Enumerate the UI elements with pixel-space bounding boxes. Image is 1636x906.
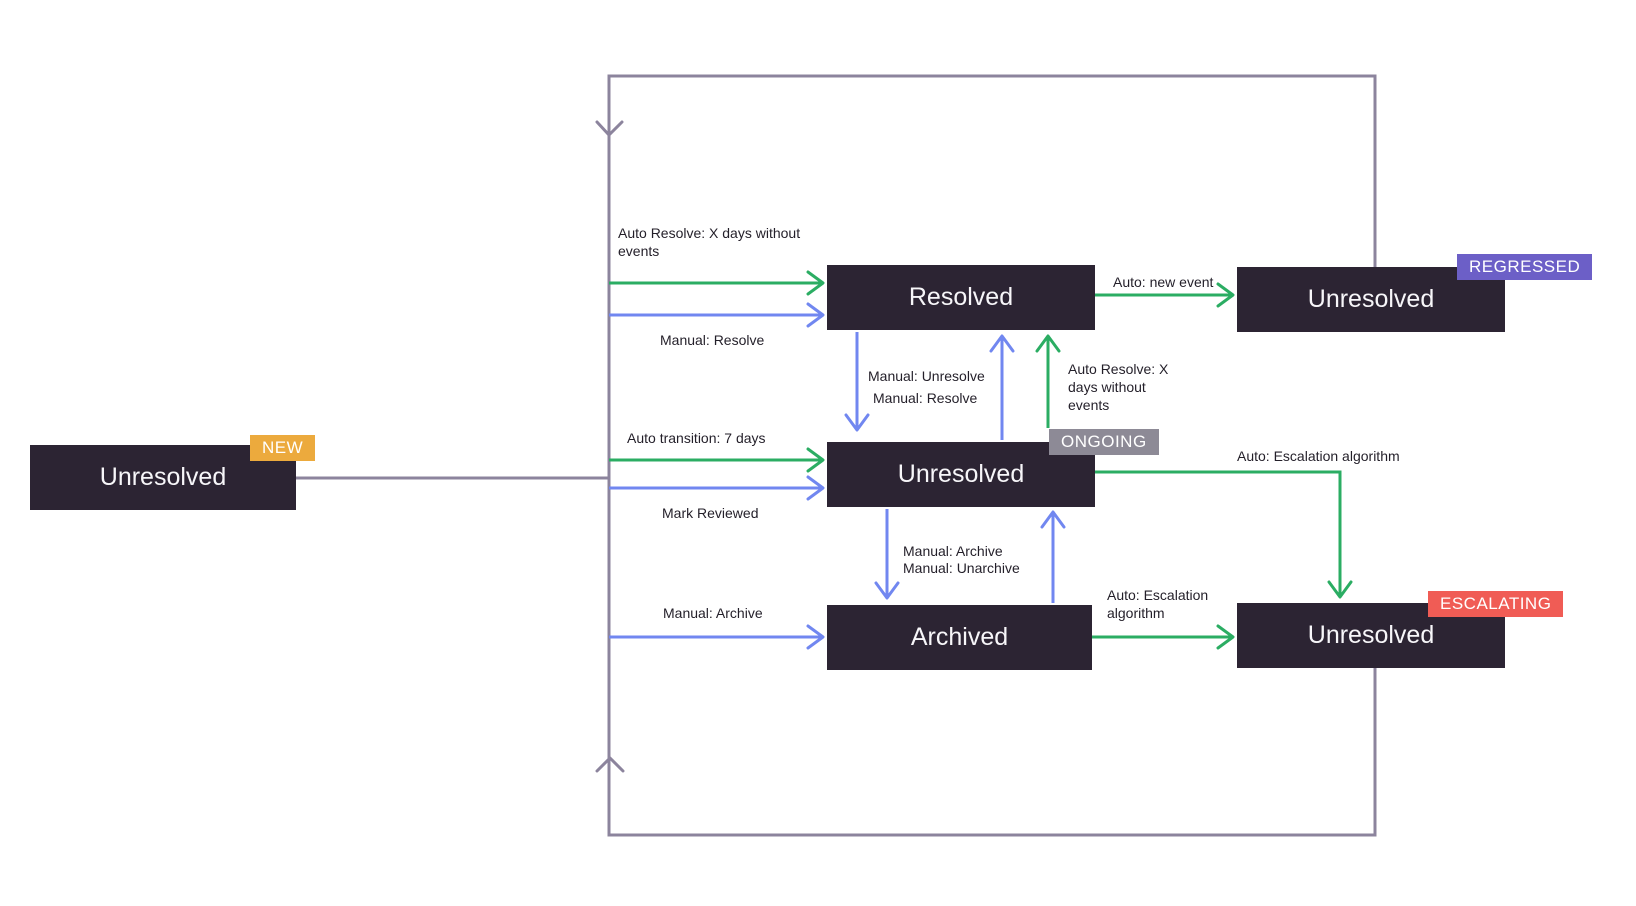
- arrow-escalation-ongoing-to-escalating: [1095, 470, 1353, 599]
- edge-label-auto-escalation-ongoing: Auto: Escalation algorithm: [1237, 448, 1400, 464]
- state-label: Archived: [910, 623, 1009, 651]
- state-label: Unresolved: [1307, 285, 1435, 313]
- edge-label-manual-archive-ongoing: Manual: Archive: [903, 543, 1003, 559]
- badge-regressed: REGRESSED: [1457, 254, 1593, 280]
- edge-label-manual-resolve: Manual: Resolve: [660, 332, 765, 348]
- edge-label-auto-escalation-archived: Auto: Escalation algorithm: [1107, 587, 1209, 621]
- state-box-unresolved-new: Unresolved: [30, 445, 296, 510]
- badge-escalating: ESCALATING: [1428, 591, 1564, 617]
- edge-label-auto-transition: Auto transition: 7 days: [627, 430, 766, 446]
- state-label: Unresolved: [897, 460, 1025, 488]
- edge-label-auto-resolve-ongoing: Auto Resolve: X days without events: [1068, 361, 1169, 413]
- edge-label-manual-unresolve: Manual: Unresolve: [868, 368, 985, 384]
- state-label: Unresolved: [99, 463, 227, 491]
- edge-label-mark-reviewed: Mark Reviewed: [662, 505, 759, 521]
- badge-new: NEW: [250, 435, 316, 461]
- badge-ongoing: ONGOING: [1049, 429, 1159, 455]
- feedback-loop-line: [607, 74, 1377, 837]
- state-label: Unresolved: [1307, 621, 1435, 649]
- edge-label-manual-resolve-ongoing: Manual: Resolve: [873, 390, 978, 406]
- loop-chevron-up-icon: [595, 756, 625, 773]
- edge-label-manual-unarchive: Manual: Unarchive: [903, 560, 1020, 576]
- state-box-archived: Archived: [827, 605, 1092, 670]
- state-label: Resolved: [908, 283, 1014, 311]
- edge-label-manual-archive: Manual: Archive: [663, 605, 763, 621]
- edge-label-auto-new-event: Auto: new event: [1113, 274, 1214, 290]
- state-box-resolved: Resolved: [827, 265, 1095, 330]
- edge-label-auto-resolve-to-resolved: Auto Resolve: X days without events: [618, 225, 801, 259]
- loop-chevron-down-icon: [595, 120, 624, 137]
